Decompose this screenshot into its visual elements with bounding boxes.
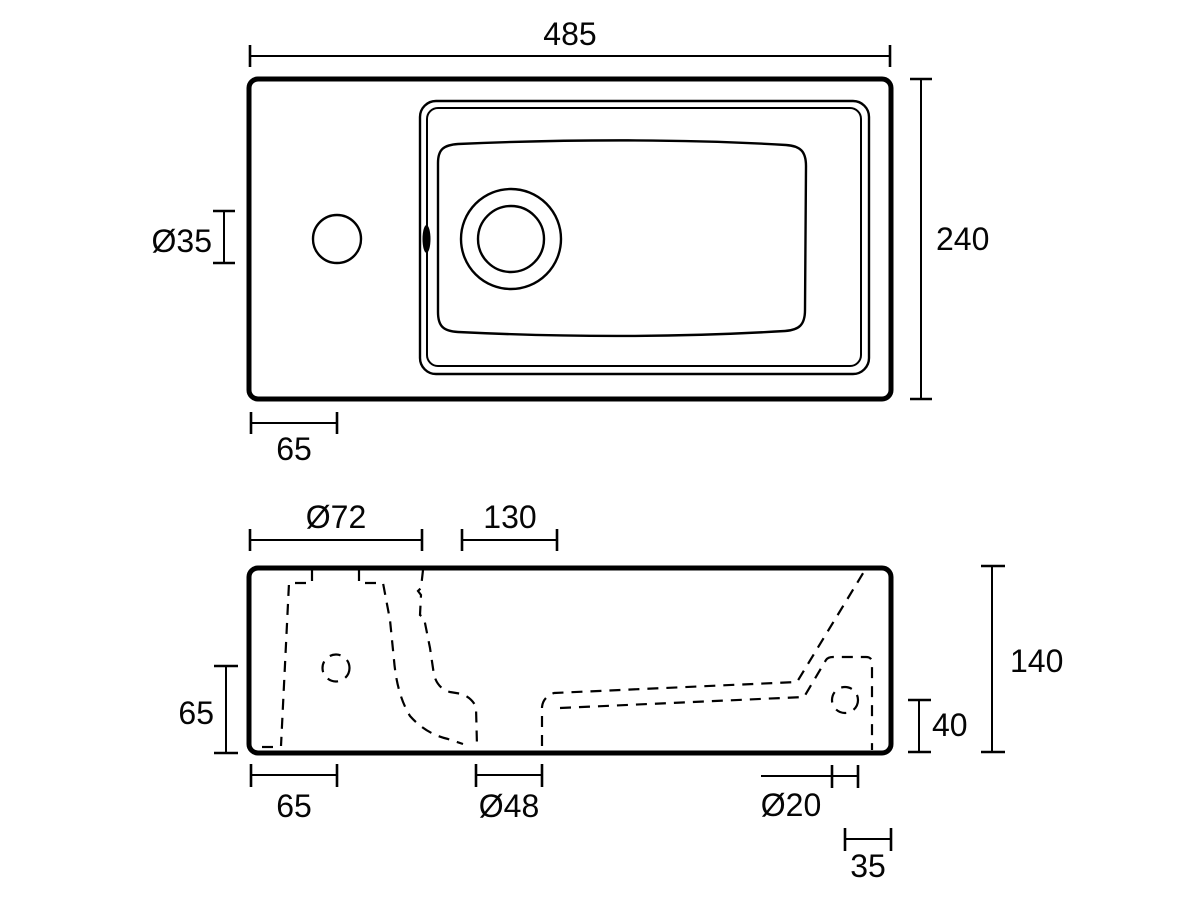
trap-channel-hidden-line	[416, 569, 479, 747]
drain-inner-circle	[476, 204, 546, 274]
dim-overall-width: 485	[248, 16, 892, 67]
dim-label-d20: Ø20	[761, 787, 821, 823]
dim-overall-height: 140	[981, 564, 1063, 754]
dim-label-35: 35	[850, 848, 886, 884]
dim-label-d35: Ø35	[152, 223, 212, 259]
basin-rim-outer	[418, 99, 871, 376]
dim-label-240: 240	[936, 221, 989, 257]
tap-hole-circle	[311, 213, 363, 265]
bowl-lower-slope-hidden-line	[559, 655, 874, 750]
bowl-upper-slope-hidden-line	[540, 569, 866, 746]
front-view: Ø72 130 140 40 65	[178, 499, 1063, 884]
dim-tap-offset: 65	[249, 412, 339, 467]
dim-label-140: 140	[1010, 643, 1063, 679]
fixing-hole-hidden-circle	[830, 685, 860, 715]
dim-foot-offset: 65	[249, 764, 339, 824]
dim-fixing-hole: Ø20	[761, 765, 860, 823]
dim-tap-hole: Ø35	[152, 209, 235, 265]
overflow-slot	[422, 225, 431, 253]
dim-label-485: 485	[543, 16, 596, 52]
dim-outlet-offset: 130	[460, 499, 559, 551]
tap-hole-hidden-circle	[321, 653, 351, 683]
dim-label-40: 40	[932, 707, 968, 743]
top-view: 485 240 Ø35 65	[152, 16, 990, 467]
basin-bowl	[436, 139, 808, 338]
dim-fixing-edge-offset: 35	[843, 828, 893, 884]
dim-label-65-bottom: 65	[276, 788, 312, 824]
dim-label-d48: Ø48	[479, 788, 539, 824]
dim-label-130: 130	[483, 499, 536, 535]
dim-waste: Ø48	[474, 764, 544, 824]
dim-tap-centre-height: 65	[178, 664, 238, 755]
dim-trap-boss: Ø72	[248, 499, 424, 551]
dim-label-d72: Ø72	[306, 499, 366, 535]
dim-label-65-left: 65	[178, 695, 214, 731]
dim-overall-depth: 240	[910, 77, 989, 401]
pedestal-left-hidden-line	[279, 570, 314, 747]
pedestal-right-hidden-line	[357, 570, 464, 746]
dim-label-65-top: 65	[276, 431, 312, 467]
front-view-outline	[246, 565, 894, 756]
top-view-outline	[246, 76, 894, 402]
drain-outer-circle	[459, 187, 563, 291]
dim-fixing-height: 40	[908, 698, 968, 754]
